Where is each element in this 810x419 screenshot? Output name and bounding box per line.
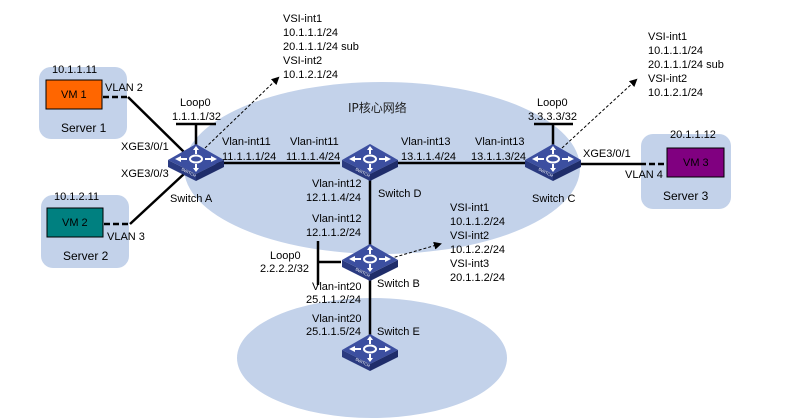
server-1-vlan: VLAN 2 bbox=[105, 82, 143, 94]
switch-c-loop-ip: 3.3.3.3/32 bbox=[528, 111, 577, 123]
vsi-b-line: 10.1.2.2/24 bbox=[450, 244, 505, 256]
vsi-a-line: VSI-int2 bbox=[283, 55, 322, 67]
vsi-a-line: 10.1.1.1/24 bbox=[283, 27, 338, 39]
callout-arrow-c bbox=[561, 78, 638, 149]
link-server2-switch-a bbox=[129, 172, 186, 225]
switch-a-loop-name: Loop0 bbox=[180, 97, 211, 109]
switch-b-up-int: Vlan-int12 bbox=[312, 213, 362, 225]
vsi-a-line: 10.1.2.1/24 bbox=[283, 69, 338, 81]
vsi-callout-b: VSI-int1 10.1.1.2/24 VSI-int2 10.1.2.2/2… bbox=[450, 202, 505, 284]
link-server1-switch-a bbox=[127, 96, 186, 154]
switch-a-vlan-ip: 11.1.1.1/24 bbox=[222, 151, 276, 163]
switch-a-vlan-int: Vlan-int11 bbox=[222, 136, 271, 148]
server-2-ip: 10.1.2.11 bbox=[54, 191, 99, 203]
switch-e-up-int: Vlan-int20 bbox=[312, 313, 362, 325]
switch-b-down-ip: 25.1.1.2/24 bbox=[306, 294, 361, 306]
switch-d-right-ip: 13.1.1.4/24 bbox=[401, 151, 456, 163]
vsi-a-line: 20.1.1.1/24 sub bbox=[283, 41, 359, 53]
switch-e-up-ip: 25.1.1.5/24 bbox=[306, 326, 361, 338]
vsi-b-line: VSI-int3 bbox=[450, 258, 489, 270]
switch-a-port1: XGE3/0/1 bbox=[121, 141, 169, 153]
server-1-ip: 10.1.1.11 bbox=[52, 64, 97, 76]
vsi-callout-a: VSI-int1 10.1.1.1/24 20.1.1.1/24 sub VSI… bbox=[283, 13, 359, 81]
vsi-c-line: VSI-int2 bbox=[648, 73, 687, 85]
core-network-label: IP核心网络 bbox=[348, 100, 407, 115]
switch-a-loop-ip: 1.1.1.1/32 bbox=[172, 111, 221, 123]
vsi-a-line: VSI-int1 bbox=[283, 13, 322, 25]
vsi-c-line: 10.1.2.1/24 bbox=[648, 87, 703, 99]
vsi-c-line: 10.1.1.1/24 bbox=[648, 45, 703, 57]
server-1-label: Server 1 bbox=[61, 121, 107, 135]
switch-c-loop-name: Loop0 bbox=[537, 97, 568, 109]
switch-b-name: Switch B bbox=[377, 278, 420, 290]
server-3-vlan: VLAN 4 bbox=[625, 169, 663, 181]
vsi-b-line: 10.1.1.2/24 bbox=[450, 216, 505, 228]
switch-d-right-int: Vlan-int13 bbox=[401, 136, 451, 148]
vm-2-label: VM 2 bbox=[62, 217, 88, 229]
vm-3-label: VM 3 bbox=[683, 157, 709, 169]
switch-b-loop-ip: 2.2.2.2/32 bbox=[260, 263, 309, 275]
switch-b-down-int: Vlan-int20 bbox=[312, 281, 362, 293]
switch-d-left-int: Vlan-int11 bbox=[290, 136, 339, 148]
switch-d-down-ip: 12.1.1.4/24 bbox=[306, 192, 361, 204]
callout-arrow-a bbox=[204, 76, 280, 149]
switch-c-name: Switch C bbox=[532, 193, 575, 205]
switch-e-name: Switch E bbox=[377, 326, 420, 338]
vm-3 bbox=[666, 147, 725, 178]
switch-c-vlan-int: Vlan-int13 bbox=[475, 136, 525, 148]
vsi-b-line: VSI-int2 bbox=[450, 230, 489, 242]
callout-arrow-b bbox=[384, 241, 442, 261]
server-3-ip: 20.1.1.12 bbox=[670, 129, 716, 141]
switch-a-port2: XGE3/0/3 bbox=[121, 168, 169, 180]
switch-d-left-ip: 11.1.1.4/24 bbox=[286, 151, 340, 163]
vsi-callout-c: VSI-int1 10.1.1.1/24 20.1.1.1/24 sub VSI… bbox=[648, 31, 724, 99]
links bbox=[103, 95, 667, 345]
vsi-c-line: 20.1.1.1/24 sub bbox=[648, 59, 724, 71]
switch-c-port1: XGE3/0/1 bbox=[583, 148, 631, 160]
server-2-label: Server 2 bbox=[63, 249, 109, 263]
vsi-b-line: 20.1.1.2/24 bbox=[450, 272, 505, 284]
switch-c-vlan-ip: 13.1.1.3/24 bbox=[471, 151, 526, 163]
server-2-vlan: VLAN 3 bbox=[107, 231, 145, 243]
switch-d-down-int: Vlan-int12 bbox=[312, 178, 362, 190]
switch-a-name: Switch A bbox=[170, 193, 213, 205]
server-3-label: Server 3 bbox=[663, 189, 709, 203]
vm-1-label: VM 1 bbox=[61, 89, 87, 101]
switch-b-up-ip: 12.1.1.2/24 bbox=[306, 227, 361, 239]
vsi-c-line: VSI-int1 bbox=[648, 31, 687, 43]
vm-2 bbox=[46, 207, 104, 238]
vm-1 bbox=[45, 79, 103, 110]
switch-b-loop-name: Loop0 bbox=[270, 250, 301, 262]
switch-d-name: Switch D bbox=[378, 188, 421, 200]
vsi-b-line: VSI-int1 bbox=[450, 202, 489, 214]
